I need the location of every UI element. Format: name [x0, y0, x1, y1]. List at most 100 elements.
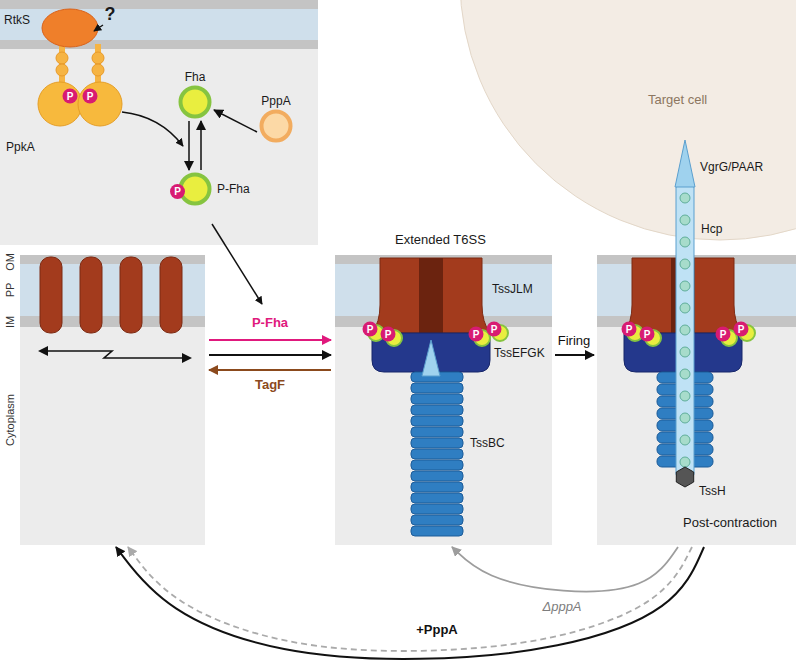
- equilibrium-arrow: [46, 351, 184, 358]
- hcp-ring: [680, 215, 690, 225]
- kinase-linker: [92, 52, 104, 64]
- phospho-mark: P: [487, 322, 502, 337]
- part-label: TssJLM: [492, 282, 533, 297]
- phospho-mark: P: [63, 89, 78, 104]
- membrane-channel: [419, 258, 443, 333]
- membrane-complex-subunit: [40, 257, 62, 333]
- part-label: VgrG/PAAR: [700, 160, 763, 175]
- kinase-linker: [92, 64, 104, 76]
- hcp-ring: [680, 347, 690, 357]
- kinase-domain: [78, 82, 122, 126]
- protein-circle: PppA: [254, 94, 298, 143]
- arrow-head: [38, 346, 48, 356]
- compartment-label: PP: [3, 283, 18, 298]
- sheath-ring: [411, 493, 463, 503]
- hcp-ring: [680, 281, 690, 291]
- edge-label: ΔpppA: [540, 599, 583, 615]
- protein-label: PppA: [254, 94, 298, 109]
- phospho-mark: P: [640, 327, 655, 342]
- protein-shape: [181, 88, 210, 117]
- phospho-mark: P: [734, 322, 749, 337]
- contracted-sheath-ring: [657, 456, 713, 467]
- hcp-ring: [680, 391, 690, 401]
- outer-membrane: [0, 0, 318, 9]
- edge-label: P-Fha: [250, 315, 290, 331]
- receptor-shape: [42, 9, 98, 47]
- connector-arrow: [452, 547, 678, 591]
- leader-arrow: [94, 25, 103, 31]
- state-panel: OMPPIMCytoplasm: [0, 255, 205, 545]
- circle-outline: [178, 85, 212, 119]
- phospho-mark: P: [469, 327, 484, 342]
- hcp-ring: [680, 193, 690, 203]
- inner-membrane: [0, 40, 318, 49]
- cell-label: Target cell: [648, 92, 707, 107]
- connector-arrow: [128, 547, 692, 651]
- hcp-ring: [680, 369, 690, 379]
- sheath-ring: [411, 526, 463, 536]
- panel-ground: [335, 255, 552, 545]
- sheath-ring: [411, 394, 463, 404]
- connector-arrow: [209, 354, 331, 356]
- hcp-ring: [680, 259, 690, 269]
- phospho-mark: P: [83, 89, 98, 104]
- connector-arrow: [209, 339, 331, 341]
- sheath-ring: [411, 482, 463, 492]
- compartment-label: Cytoplasm: [3, 394, 18, 446]
- state-panel: Target cellVgrG/PAARHcpTssHPost-contract…: [597, 255, 796, 545]
- protein-label: P-Fha: [217, 182, 250, 197]
- part-label: TssH: [699, 484, 726, 499]
- state-panel: Extended T6SSTssJLMTssEFGKTssBC: [335, 255, 552, 545]
- inset-ground: [0, 0, 318, 245]
- phospho-mark: P: [170, 184, 185, 199]
- protein-shape: [262, 112, 291, 141]
- target-cell: [460, 0, 796, 240]
- signal-arrow: [212, 224, 262, 304]
- sheath-ring: [411, 471, 463, 481]
- spike: [422, 340, 440, 376]
- kinase-linker: [56, 52, 68, 64]
- sheath-ring: [411, 438, 463, 448]
- part-label: Hcp: [701, 222, 722, 237]
- atpase-hexagon: [676, 467, 693, 487]
- membrane-complex-subunit: [80, 257, 102, 333]
- kinase-linker: [56, 64, 68, 76]
- hcp-ring: [680, 325, 690, 335]
- inset-panel: FhaPppAPP-FhaRtkSPpkA: [0, 0, 318, 245]
- connector-arrow: [188, 121, 190, 170]
- hcp-ring: [680, 303, 690, 313]
- panel-heading: Post-contraction: [683, 515, 777, 530]
- hcp-ring: [680, 457, 690, 467]
- hcp-tube: [676, 185, 694, 477]
- circle-shape: [178, 85, 212, 119]
- protein-circle: PP-Fha: [178, 172, 250, 206]
- panel-ground: [597, 255, 796, 545]
- spike: [675, 140, 695, 187]
- hcp-ring: [680, 237, 690, 247]
- phospho-mark: P: [622, 322, 637, 337]
- protein-label: PpkA: [6, 140, 35, 155]
- sheath-ring: [411, 416, 463, 426]
- connector-arrow: [214, 110, 257, 132]
- sheath-ring: [411, 427, 463, 437]
- sheath-ring: [411, 515, 463, 525]
- compartment-label: OM: [3, 253, 18, 271]
- phospho-mark: P: [381, 327, 396, 342]
- phospho-mark: P: [363, 322, 378, 337]
- hcp-ring: [680, 435, 690, 445]
- sheath-ring: [411, 449, 463, 459]
- sheath-ring: [411, 504, 463, 514]
- connector-arrow: [116, 547, 704, 659]
- sheath-ring: [411, 460, 463, 470]
- connector-arrow: [555, 354, 594, 356]
- hcp-ring: [680, 413, 690, 423]
- question-mark: ?: [105, 4, 116, 24]
- edge-label: Firing: [556, 333, 593, 349]
- membrane-complex: [372, 258, 490, 333]
- illustration-group: [0, 0, 796, 545]
- membrane-complex-subunit: [120, 257, 142, 333]
- sheath-ring: [411, 383, 463, 393]
